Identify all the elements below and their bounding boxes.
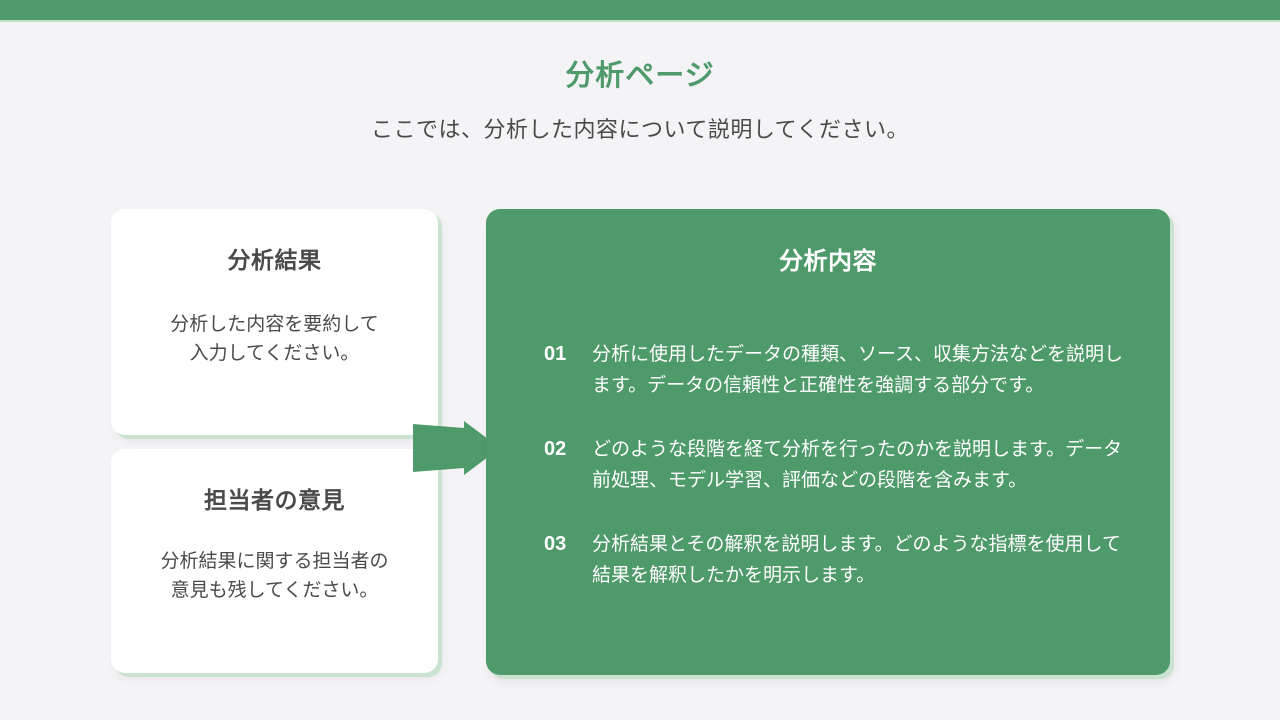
staff-opinion-body: 分析結果に関する担当者の 意見も残してください。 (160, 550, 389, 601)
step-item: 03 分析結果とその解釈を説明します。どのような指標を使用して結果を解釈したかを… (544, 529, 1144, 591)
page-title: 分析ページ (565, 58, 715, 92)
staff-opinion-card: 担当者の意見 分析結果に関する担当者の 意見も残してください。 (111, 449, 438, 673)
arrow-right-icon (413, 421, 500, 475)
analysis-content-card: 分析内容 01 分析に使用したデータの種類、ソース、収集方法などを説明します。デ… (486, 209, 1170, 675)
analysis-content-title: 分析内容 (779, 247, 877, 275)
step-item: 01 分析に使用したデータの種類、ソース、収集方法などを説明します。データの信頼… (544, 339, 1144, 401)
analysis-result-title: 分析結果 (227, 248, 322, 274)
steps-list: 01 分析に使用したデータの種類、ソース、収集方法などを説明します。データの信頼… (544, 339, 1144, 624)
analysis-result-card: 分析結果 分析した内容を要約して 入力してください。 (111, 209, 438, 435)
step-number: 02 (544, 438, 567, 460)
analysis-result-body: 分析した内容を要約して 入力してください。 (170, 313, 379, 364)
step-text: どのような段階を経て分析を行ったのかを説明します。データ前処理、モデル学習、評価… (592, 438, 1123, 491)
page-subtitle: ここでは、分析した内容について説明してください。 (370, 118, 910, 143)
step-text: 分析に使用したデータの種類、ソース、収集方法などを説明します。データの信頼性と正… (592, 343, 1124, 396)
top-accent-bar (0, 0, 1280, 22)
step-number: 03 (544, 533, 567, 555)
step-number: 01 (544, 343, 567, 365)
staff-opinion-title: 担当者の意見 (204, 488, 345, 514)
step-text: 分析結果とその解釈を説明します。どのような指標を使用して結果を解釈したかを明示し… (592, 533, 1121, 586)
step-item: 02 どのような段階を経て分析を行ったのかを説明します。データ前処理、モデル学習… (544, 434, 1144, 496)
